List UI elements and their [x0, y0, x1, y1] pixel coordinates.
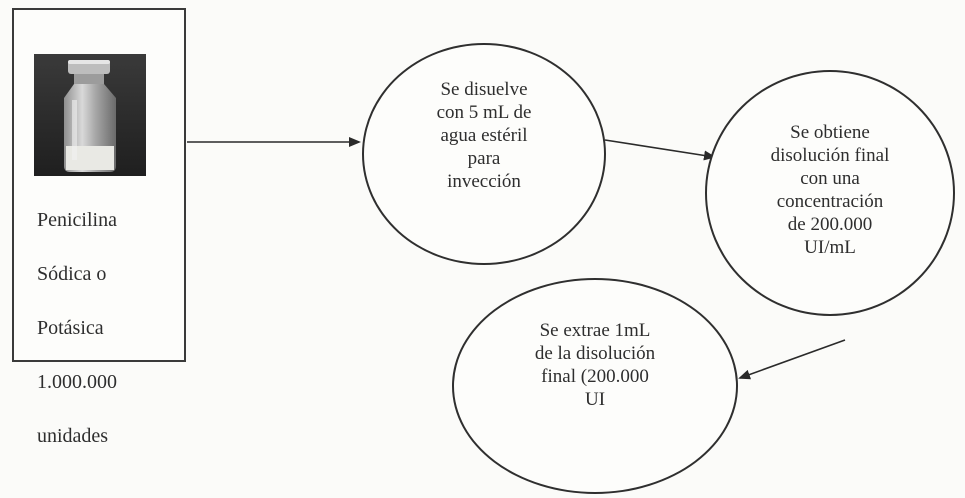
source-line: unidades	[37, 425, 109, 447]
node-dissolve	[362, 43, 606, 265]
node-result-text: Se obtiene disolución final con una conc…	[770, 122, 890, 258]
source-label: Penicilina Sódica o Potásica 1.000.000 u…	[37, 180, 177, 450]
source-line: Sódica o	[37, 263, 107, 285]
source-box: Penicilina Sódica o Potásica 1.000.000 u…	[12, 8, 186, 447]
arrow-dissolve-to-result	[604, 139, 716, 161]
arrow-result-to-extract	[738, 339, 846, 380]
node-extract-text: Se extrae 1mL de la disolución final (20…	[534, 320, 656, 410]
source-line: Penicilina	[37, 209, 117, 231]
vial-image	[34, 54, 146, 176]
vial-icon	[34, 54, 146, 176]
node-extract	[452, 278, 738, 494]
source-line: 1.000.000	[37, 371, 117, 393]
node-result	[705, 70, 955, 316]
source-line: Potásica	[37, 317, 104, 339]
node-dissolve-text: Se disuelve con 5 mL de agua estéril par…	[436, 79, 532, 192]
